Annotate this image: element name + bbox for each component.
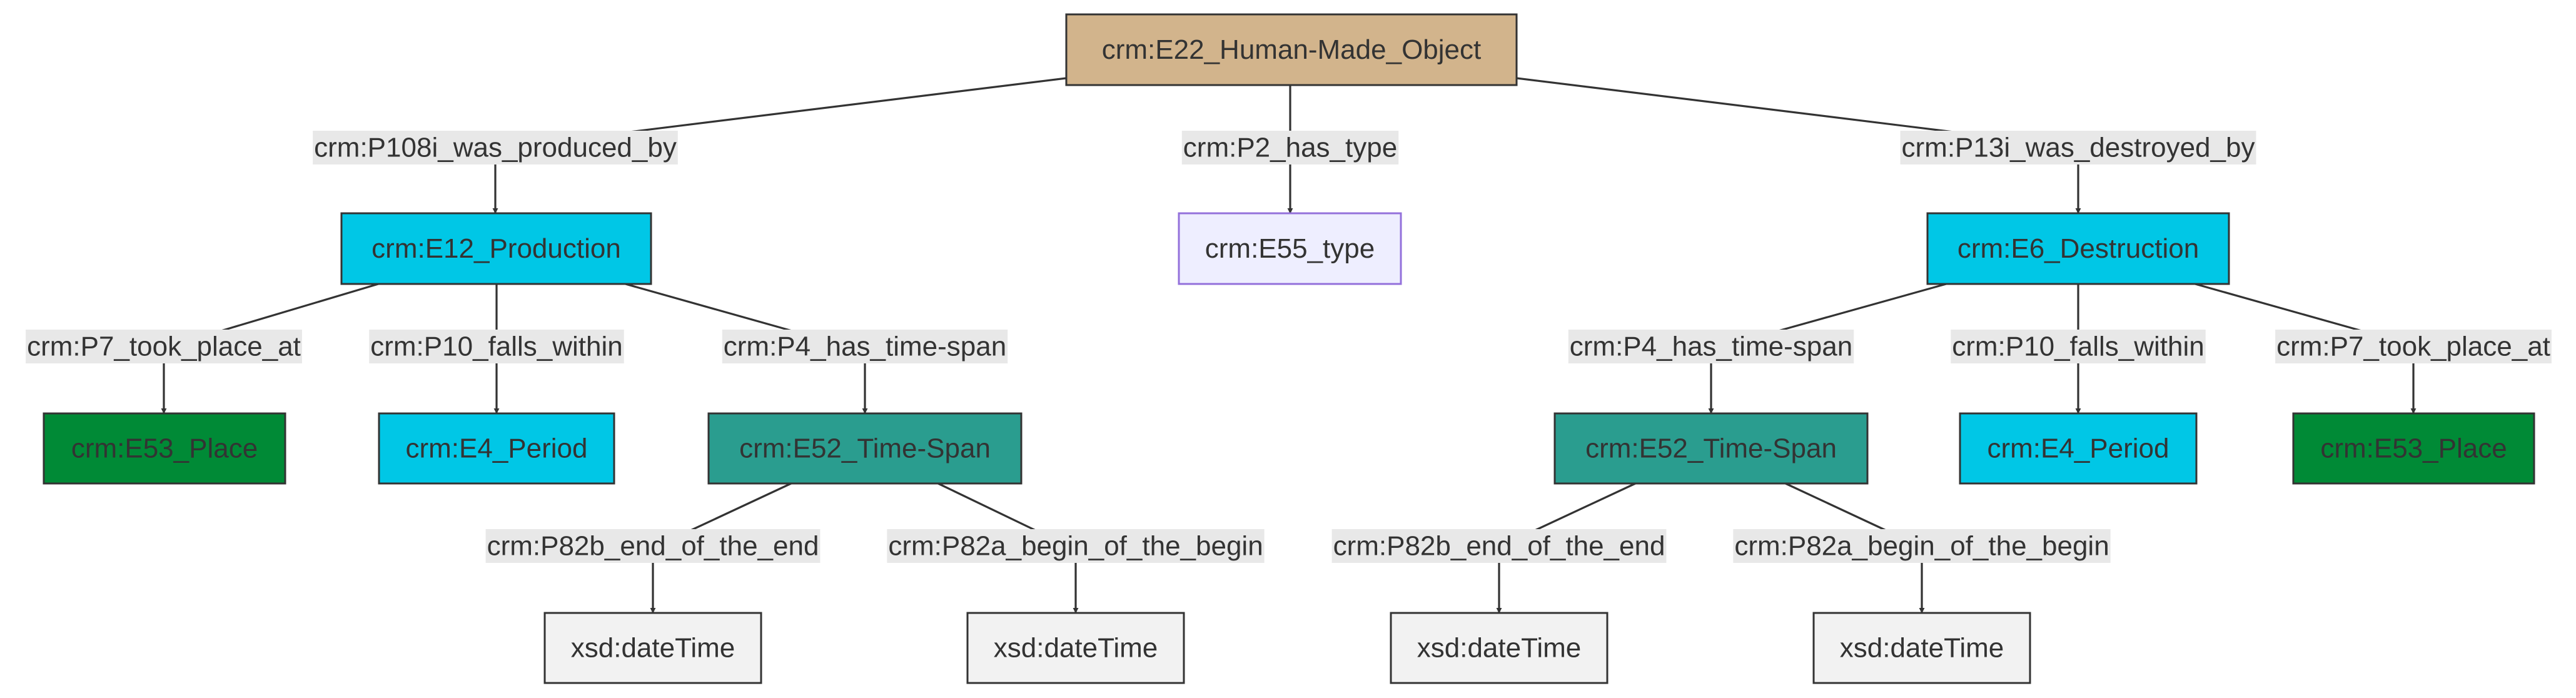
node-box [2292,412,2535,485]
edge-label-text: crm:P82b_end_of_the_end [487,531,819,562]
node-box [1926,212,2230,285]
node-box [1178,212,1402,285]
edge-label-text: crm:P10_falls_within [370,331,623,362]
node-box [1812,612,2031,684]
node-dt4: xsd:dateTime [1812,612,2031,684]
edge-label: crm:P82a_begin_of_the_begin [887,529,1265,563]
node-box [1553,412,1869,485]
edge-label-background [887,529,1265,563]
edge-label-background [26,330,302,363]
node-root: crm:E22_Human-Made_Object [1065,13,1518,86]
node-box [340,212,652,285]
edge-label-text: crm:P7_took_place_at [27,331,301,362]
edge-label: crm:P10_falls_within [1951,330,2206,363]
node-label: xsd:dateTime [1840,633,2004,664]
node-dest: crm:E6_Destruction [1926,212,2230,285]
node-period1: crm:E4_Period [378,412,615,485]
node-box [1390,612,1609,684]
node-box [966,612,1185,684]
node-box [707,412,1023,485]
edge-label-text: crm:P4_has_time-span [724,331,1006,362]
node-label: crm:E53_Place [71,433,258,464]
edge-label: crm:P82b_end_of_the_end [485,529,821,563]
node-dt3: xsd:dateTime [1390,612,1609,684]
node-place2: crm:E53_Place [2292,412,2535,485]
node-prod: crm:E12_Production [340,212,652,285]
edge-label: crm:P2_has_type [1181,131,1399,164]
edge-label: crm:P7_took_place_at [26,330,302,363]
edge-label-background [2275,330,2552,363]
edge-label: crm:P4_has_time-span [722,330,1008,363]
node-label: crm:E55_type [1205,233,1375,264]
edge-label-background [1331,529,1667,563]
edge-label-layer: crm:P108i_was_produced_by crm:P2_has_type… [26,131,2552,563]
edge-label-text: crm:P82a_begin_of_the_begin [1734,531,2109,562]
edge-label: crm:P4_has_time-span [1568,330,1854,363]
node-label: crm:E6_Destruction [1957,233,2199,264]
node-label: crm:E4_Period [405,433,587,464]
edge-label-background [1951,330,2206,363]
edge-label-background [313,131,678,164]
node-box [1065,13,1518,86]
node-box [43,412,286,485]
node-ts2: crm:E52_Time-Span [1553,412,1869,485]
node-label: crm:E22_Human-Made_Object [1102,34,1481,65]
edge-label-background [1733,529,2111,563]
node-dt2: xsd:dateTime [966,612,1185,684]
edge-label-text: crm:P10_falls_within [1952,331,2205,362]
edge-label-background [722,330,1008,363]
node-layer: crm:E22_Human-Made_Object crm:E12_Product… [43,13,2535,684]
edge-label-text: crm:P13i_was_destroyed_by [1902,133,2255,163]
edge-label-background [1568,330,1854,363]
edge-label-background [1900,131,2256,164]
node-label: crm:E52_Time-Span [1585,433,1837,464]
node-label: xsd:dateTime [994,633,1158,664]
node-period2: crm:E4_Period [1959,412,2198,485]
edge-label-text: crm:P7_took_place_at [2276,331,2550,362]
edge-label-text: crm:P4_has_time-span [1570,331,1852,362]
node-label: crm:E4_Period [1987,433,2169,464]
edge-label: crm:P10_falls_within [369,330,624,363]
node-box [378,412,615,485]
edge-label: crm:P7_took_place_at [2275,330,2552,363]
node-box [543,612,762,684]
edge-label-background [369,330,624,363]
node-label: crm:E53_Place [2320,433,2507,464]
node-label: xsd:dateTime [571,633,735,664]
node-label: crm:E52_Time-Span [739,433,991,464]
node-label: xsd:dateTime [1417,633,1581,664]
node-place1: crm:E53_Place [43,412,286,485]
node-dt1: xsd:dateTime [543,612,762,684]
node-label: crm:E12_Production [371,233,621,264]
edge-label-text: crm:P108i_was_produced_by [314,133,677,163]
edge-label-text: crm:P82b_end_of_the_end [1333,531,1665,562]
edge-label-text: crm:P2_has_type [1183,133,1397,163]
edge-label: crm:P108i_was_produced_by [313,131,678,164]
node-box [1959,412,2198,485]
edge-label-background [1181,131,1399,164]
edge-label: crm:P82b_end_of_the_end [1331,529,1667,563]
edge-label-text: crm:P82a_begin_of_the_begin [888,531,1263,562]
edge-label-background [485,529,821,563]
edge-label: crm:P13i_was_destroyed_by [1900,131,2256,164]
node-type: crm:E55_type [1178,212,1402,285]
node-ts1: crm:E52_Time-Span [707,412,1023,485]
edge-label: crm:P82a_begin_of_the_begin [1733,529,2111,563]
